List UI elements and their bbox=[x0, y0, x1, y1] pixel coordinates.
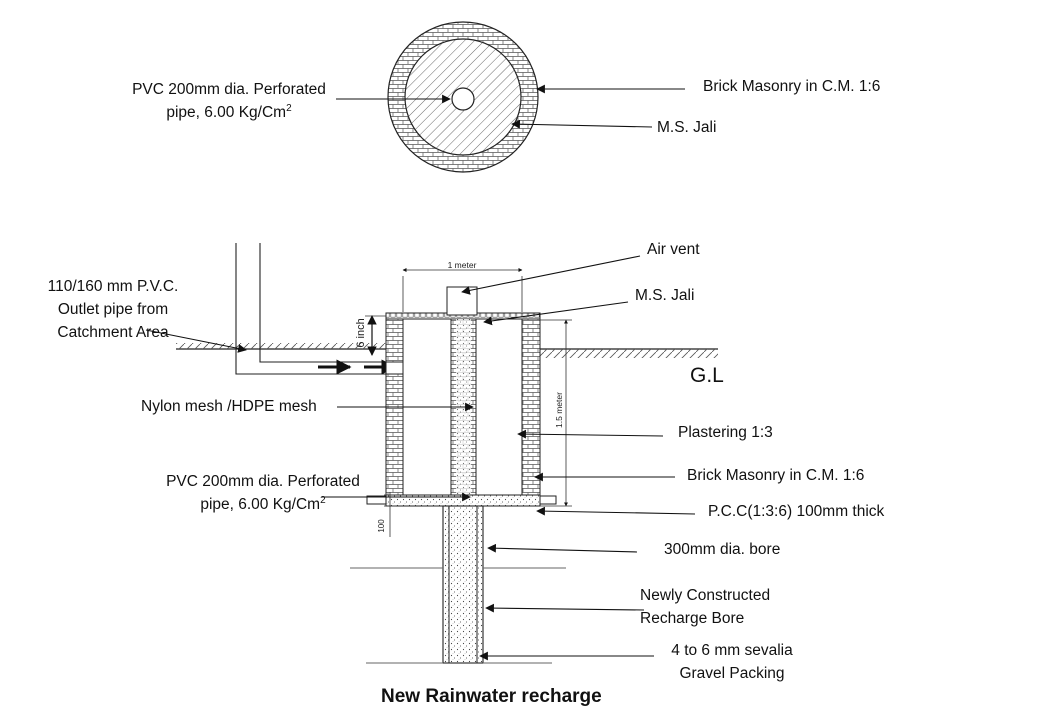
recharge-bore-label: Newly Constructed Recharge Bore bbox=[640, 584, 800, 630]
bore-label: 300mm dia. bore bbox=[664, 541, 781, 558]
brick-masonry-label: Brick Masonry in C.M. 1:6 bbox=[687, 467, 865, 484]
pcc-side-right bbox=[539, 495, 557, 505]
plan-pvc-pipe-sup: 2 bbox=[286, 102, 292, 114]
section-pvc-pipe-line2-wrap: pipe, 6.00 Kg/Cm2 bbox=[150, 493, 376, 516]
plan-brick-label: Brick Masonry in C.M. 1:6 bbox=[703, 78, 881, 95]
gravel-line2: Gravel Packing bbox=[679, 665, 785, 682]
outlet-line1: 110/160 mm P.V.C. bbox=[47, 278, 179, 295]
drawing-title: New Rainwater recharge bbox=[381, 686, 602, 707]
left-wall-inlet-gap bbox=[385, 361, 404, 375]
air-vent-label: Air vent bbox=[647, 241, 700, 258]
ground-hatch-left bbox=[176, 343, 386, 349]
plan-jali-label: M.S. Jali bbox=[657, 119, 717, 136]
recharge-bore bbox=[442, 505, 484, 664]
outlet-label: 110/160 mm P.V.C. Outlet pipe from Catch… bbox=[28, 275, 198, 344]
section-pvc-pipe-line1: PVC 200mm dia. Perforated bbox=[166, 473, 360, 490]
plastering-label: Plastering 1:3 bbox=[678, 424, 773, 441]
section-pvc-pipe-sup: 2 bbox=[320, 494, 326, 506]
plan-pvc-pipe bbox=[451, 87, 475, 111]
air-vent bbox=[446, 286, 478, 316]
nylon-mesh-label: Nylon mesh /HDPE mesh bbox=[141, 398, 317, 415]
right-brick-wall bbox=[521, 314, 541, 496]
leader-bore bbox=[487, 543, 638, 553]
dim-width-text: 1 meter bbox=[448, 260, 477, 270]
pcc-label: P.C.C(1:3:6) 100mm thick bbox=[708, 503, 885, 520]
outlet-line2: Outlet pipe from bbox=[57, 301, 169, 318]
section-pvc-pipe-line2: pipe, 6.00 Kg/Cm bbox=[200, 496, 321, 513]
recharge-line1: Newly Constructed bbox=[640, 587, 771, 604]
plan-view bbox=[336, 21, 685, 173]
central-pipe-inner bbox=[456, 319, 471, 497]
pcc-side-left bbox=[366, 495, 387, 505]
outlet-line3: Catchment Area bbox=[57, 324, 169, 341]
dim-depth-text: 1.5 meter bbox=[554, 392, 564, 428]
plan-pvc-pipe-line2: pipe, 6.00 Kg/Cm bbox=[166, 104, 287, 121]
recharge-line2: Recharge Bore bbox=[640, 610, 745, 627]
plan-pvc-pipe-label: PVC 200mm dia. Perforated pipe, 6.00 Kg/… bbox=[118, 78, 340, 124]
gravel-label: 4 to 6 mm sevalia Gravel Packing bbox=[652, 639, 812, 685]
ms-jali-label: M.S. Jali bbox=[635, 287, 695, 304]
section-pvc-pipe-label: PVC 200mm dia. Perforated pipe, 6.00 Kg/… bbox=[150, 470, 376, 516]
gravel-line1: 4 to 6 mm sevalia bbox=[671, 642, 793, 659]
section-view: 1 meter 1.5 meter 6 inch 100 bbox=[145, 243, 718, 664]
leader-recharge-bore bbox=[485, 603, 645, 613]
ground-hatch-right bbox=[540, 349, 718, 358]
plan-pvc-pipe-line2-wrap: pipe, 6.00 Kg/Cm2 bbox=[118, 101, 340, 124]
ground-level-label: G.L bbox=[690, 364, 724, 387]
left-brick-wall bbox=[385, 314, 404, 496]
dim-inlet-text: 6 inch bbox=[355, 318, 367, 347]
leader-pcc bbox=[536, 506, 696, 516]
leader-air-vent bbox=[461, 255, 641, 295]
plan-pvc-pipe-line1: PVC 200mm dia. Perforated bbox=[132, 81, 326, 98]
dim-pcc-text: 100 bbox=[377, 519, 386, 533]
leader-plastering bbox=[517, 429, 664, 439]
leader-outlet bbox=[145, 329, 247, 353]
leader-ms-jali bbox=[483, 301, 629, 326]
outlet-pipe-outer bbox=[235, 243, 386, 375]
plan-leader-jali bbox=[511, 119, 653, 129]
